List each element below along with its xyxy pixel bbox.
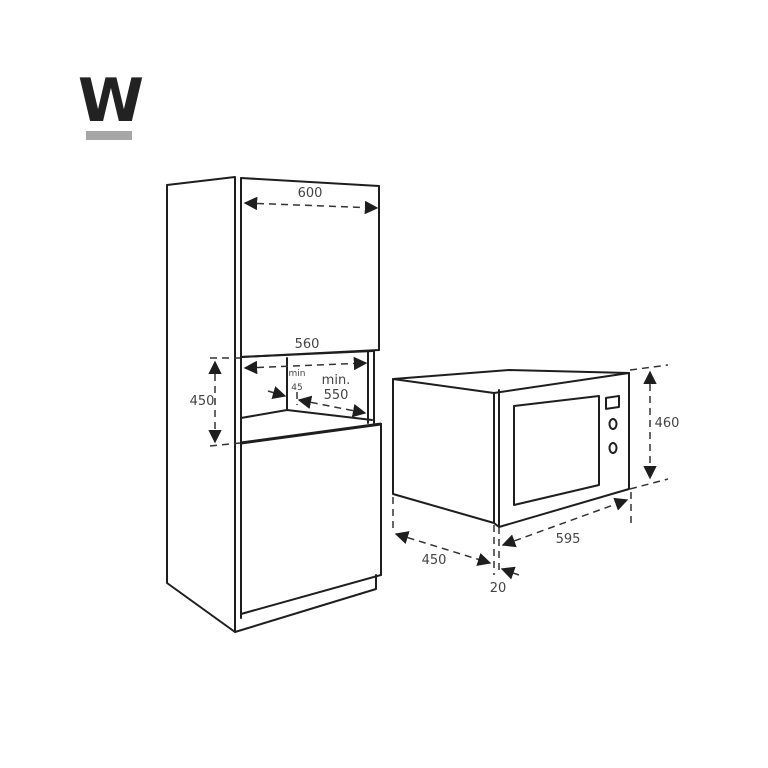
dim-600: 600 bbox=[298, 186, 323, 201]
microwave-knob-2 bbox=[608, 442, 618, 454]
microwave-drawing bbox=[392, 369, 630, 528]
dim-450-niche: 450 bbox=[190, 394, 215, 409]
dim-595: 595 bbox=[556, 532, 581, 547]
microwave-window bbox=[513, 395, 600, 506]
logo-underline bbox=[86, 131, 132, 140]
microwave-display bbox=[605, 394, 620, 410]
microwave-knob-1 bbox=[608, 418, 618, 430]
dim-560: 560 bbox=[295, 337, 320, 352]
dim-550: 550 bbox=[324, 388, 349, 403]
dim-20: 20 bbox=[490, 581, 507, 596]
brand-logo: W bbox=[78, 66, 147, 140]
dim-min-label: min bbox=[289, 369, 306, 379]
dim-450-depth: 450 bbox=[422, 553, 447, 568]
logo-letter: W bbox=[78, 66, 143, 136]
dim-45: 45 bbox=[291, 383, 302, 393]
dim-min-prefix: min. bbox=[322, 373, 351, 388]
dim-460: 460 bbox=[655, 416, 680, 431]
microwave-dimensions: 460 595 450 20 bbox=[392, 364, 680, 596]
cabinet-dimensions: 600 560 450 min 45 min. 550 bbox=[190, 186, 379, 447]
tall-cabinet-drawing bbox=[166, 176, 382, 633]
